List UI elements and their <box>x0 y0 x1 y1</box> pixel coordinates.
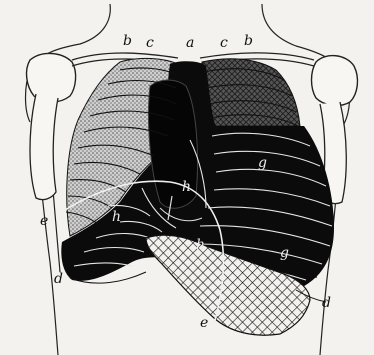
label-d-left: d <box>54 272 63 286</box>
label-c-left: c <box>146 36 154 50</box>
label-e-bottom: e <box>200 316 208 330</box>
label-g-right: g <box>258 156 267 170</box>
right-lung-upper-area <box>202 59 300 126</box>
label-e-left: e <box>40 214 48 228</box>
label-b-left: b <box>123 34 132 48</box>
label-g-lower: g <box>280 246 289 260</box>
label-b-right: b <box>244 34 253 48</box>
label-h-lower: h <box>196 238 205 252</box>
label-c-right: c <box>220 36 228 50</box>
label-d-right: d <box>322 296 331 310</box>
label-h-center: h <box>182 180 191 194</box>
label-a: a <box>186 36 194 50</box>
label-h-left: h <box>112 210 121 224</box>
